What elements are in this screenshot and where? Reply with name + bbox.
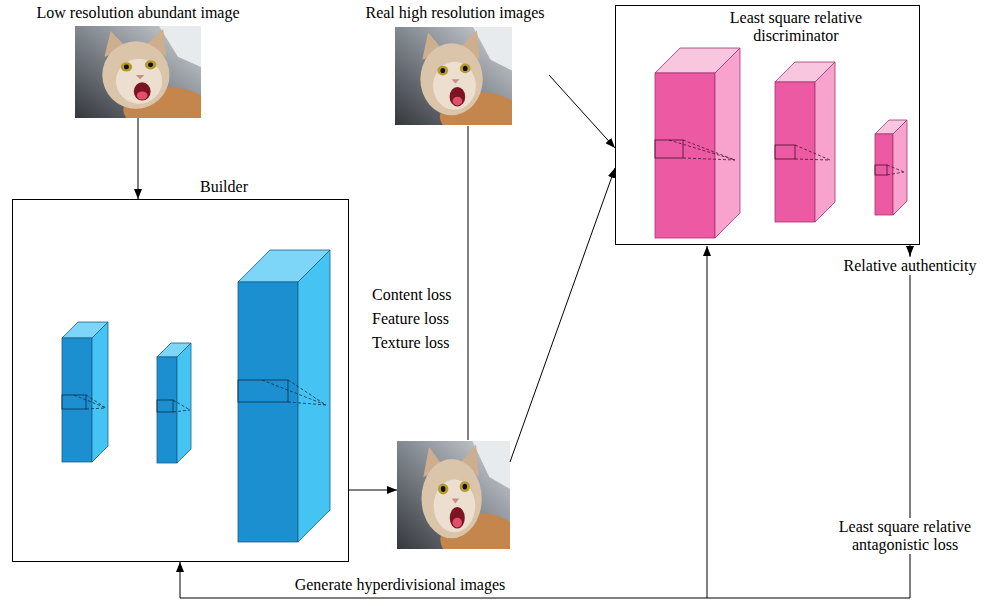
- image-panel: Low resolution abundant image: [23, 4, 253, 118]
- connector-arrow: [549, 75, 615, 148]
- edge-label: Content loss Feature loss Texture loss: [372, 283, 462, 355]
- low-res-cat-image: [75, 26, 212, 132]
- node-heading: Least square relative discriminator: [716, 9, 876, 45]
- connector-arrow: [468, 126, 469, 440]
- high-res-cat-image: [395, 27, 522, 140]
- discriminator-layers: [655, 48, 907, 238]
- edge-label: Generate hyperdivisional images: [250, 576, 550, 594]
- connector-arrow: [180, 245, 910, 598]
- kernel-lines: [62, 380, 326, 412]
- connector-arrow: [510, 168, 615, 462]
- connector-arrow: [138, 118, 139, 199]
- node-heading: Low resolution abundant image: [23, 4, 253, 22]
- feedback-branch-line: [707, 246, 708, 598]
- generator-layers: [62, 250, 330, 542]
- discriminator-box: Least square relative discriminator: [615, 5, 920, 245]
- node-heading: Real high resolution images: [361, 4, 549, 22]
- image-panel: [397, 440, 510, 550]
- annotation-label: Relative authenticity: [830, 257, 990, 275]
- connector-arrow: [349, 490, 397, 491]
- image-panel: Real high resolution images: [361, 4, 549, 126]
- annotation-label: Least square relative antagonistic loss: [818, 518, 992, 554]
- generator-box: [12, 199, 349, 562]
- generated-cat-image: [397, 441, 519, 566]
- discriminator-kernel-lines: [655, 140, 904, 175]
- edge-label: Builder: [200, 178, 280, 196]
